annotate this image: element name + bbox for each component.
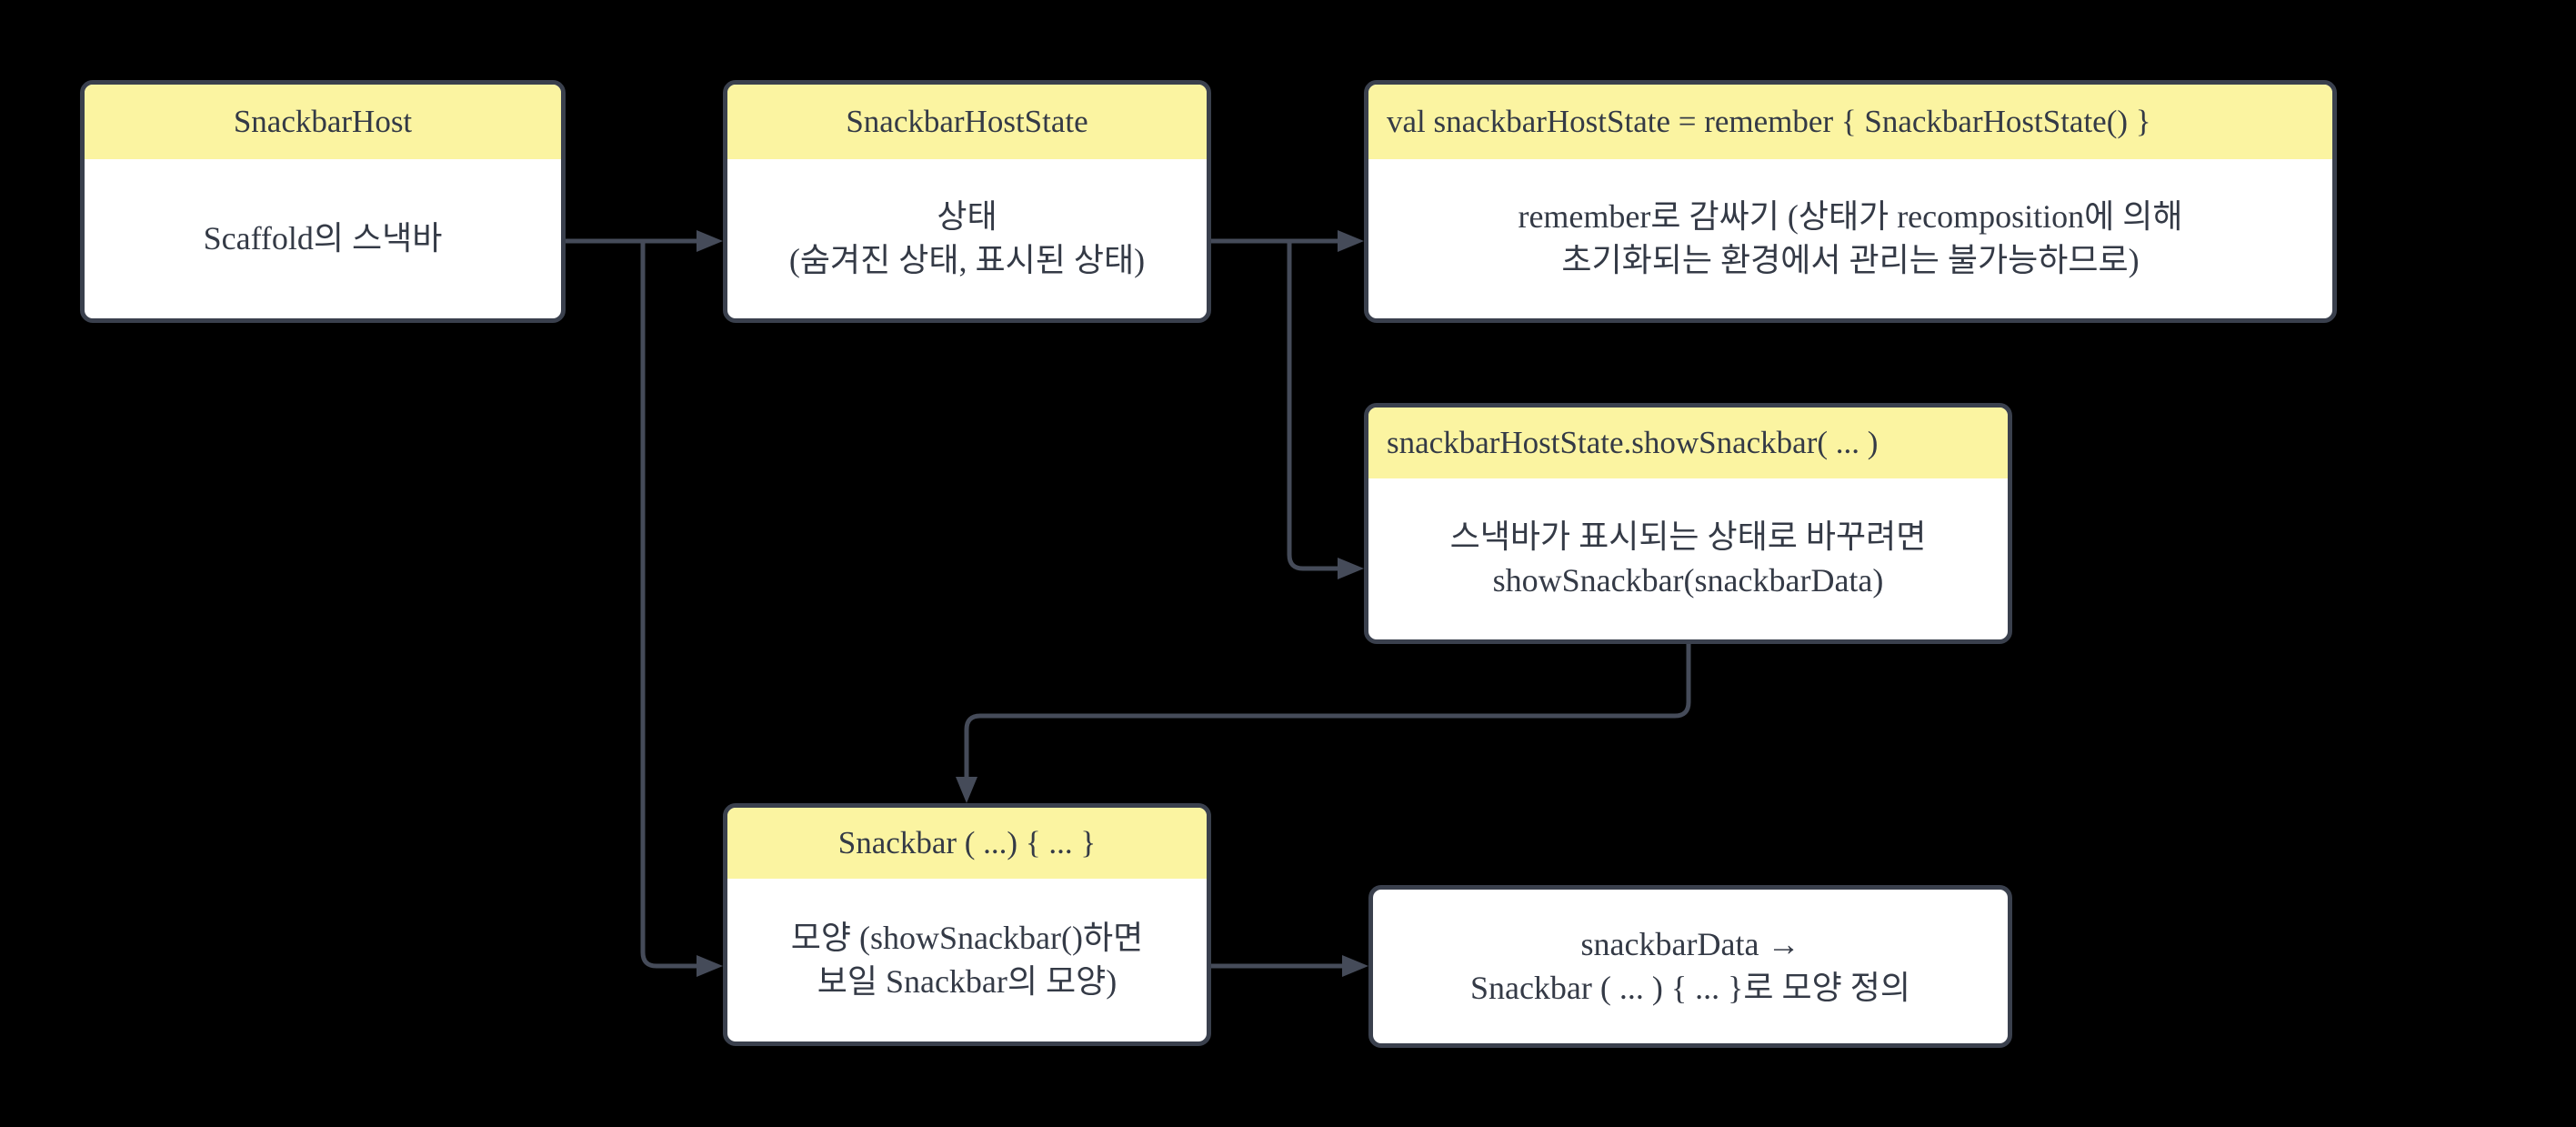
node-show-snackbar-header: snackbarHostState.showSnackbar( ... ) — [1368, 408, 2008, 478]
node-snackbar-host-state[interactable]: SnackbarHostState 상태 (숨겨진 상태, 표시된 상태) — [723, 80, 1211, 323]
node-remember-state-header: val snackbarHostState = remember { Snack… — [1368, 85, 2332, 159]
node-snackbar-composable-header: Snackbar ( ...) { ... } — [727, 808, 1207, 879]
edge-showsnackbar-to-snackbar-arrowhead — [956, 777, 977, 803]
node-snackbar-composable[interactable]: Snackbar ( ...) { ... } 모양 (showSnackbar… — [723, 803, 1211, 1046]
node-snackbar-host-body: Scaffold의 스낵바 — [203, 219, 443, 257]
node-show-snackbar-body: 스낵바가 표시되는 상태로 바꾸려면 showSnackbar(snackbar… — [1449, 518, 1927, 599]
node-snackbar-data[interactable]: snackbarData → Snackbar ( ... ) { ... }로… — [1368, 885, 2012, 1048]
edge-state-to-showsnackbar-arrowhead — [1338, 558, 1364, 579]
node-snackbar-host[interactable]: SnackbarHost Scaffold의 스낵바 — [80, 80, 566, 323]
edge-state-to-remember-arrowhead — [1338, 230, 1364, 252]
edge-snackbar-to-data-arrowhead — [1342, 955, 1368, 977]
edge-host-to-state-arrowhead — [697, 230, 723, 252]
node-remember-state-body: remember로 감싸기 (상태가 recomposition에 의해 초기화… — [1518, 197, 2183, 278]
node-snackbar-data-body: snackbarData → Snackbar ( ... ) { ... }로… — [1469, 925, 1911, 1006]
edge-showsnackbar-to-snackbar — [964, 644, 1691, 777]
node-remember-state[interactable]: val snackbarHostState = remember { Snack… — [1364, 80, 2337, 323]
node-snackbar-host-state-body: 상태 (숨겨진 상태, 표시된 상태) — [788, 197, 1146, 278]
edge-host-to-snackbar-arrowhead — [697, 955, 723, 977]
node-snackbar-host-state-header: SnackbarHostState — [727, 85, 1207, 159]
node-snackbar-composable-body: 모양 (showSnackbar()하면 보일 Snackbar의 모양) — [790, 919, 1144, 1000]
node-snackbar-host-header: SnackbarHost — [85, 85, 561, 159]
node-show-snackbar[interactable]: snackbarHostState.showSnackbar( ... ) 스낵… — [1364, 403, 2012, 644]
edge-host-to-snackbar — [640, 241, 697, 969]
edge-state-to-showsnackbar — [1287, 241, 1338, 571]
